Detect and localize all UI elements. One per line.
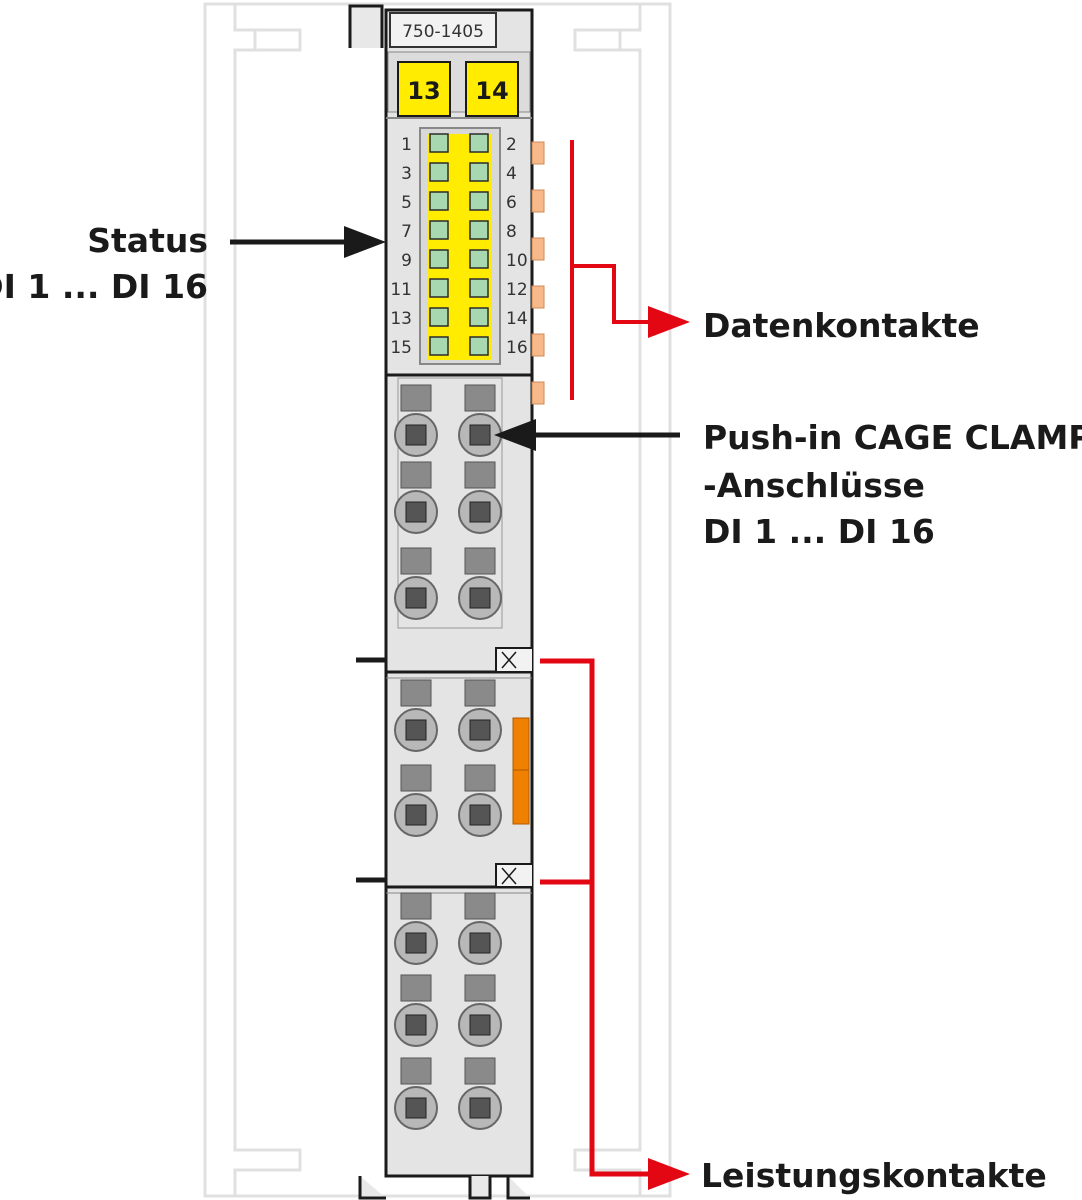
status-leds <box>429 133 489 356</box>
release-button <box>400 892 432 920</box>
release-button <box>464 461 496 489</box>
pin-label-7: 7 <box>401 222 412 242</box>
pin-label-11: 11 <box>390 280 412 300</box>
pin-label-12: 12 <box>506 280 528 300</box>
pin-numbers-right: 2 4 6 8 10 12 14 16 <box>506 135 528 358</box>
status-label-line1: Status <box>87 221 208 260</box>
clamp-opening <box>469 1097 491 1119</box>
pin-label-14: 14 <box>506 309 528 329</box>
power-contacts-bracket <box>540 658 650 1177</box>
release-button <box>464 764 496 792</box>
pin-label-10: 10 <box>506 251 528 271</box>
pin-label-1: 1 <box>401 135 412 155</box>
release-button <box>400 679 432 707</box>
pin-label-15: 15 <box>390 338 412 358</box>
release-button <box>464 974 496 1002</box>
status-led <box>469 307 489 327</box>
clamp-opening <box>469 719 491 741</box>
pin-label-13: 13 <box>390 309 412 329</box>
release-button <box>464 384 496 412</box>
status-led <box>469 249 489 269</box>
clamp-opening <box>405 501 427 523</box>
pin-label-6: 6 <box>506 193 517 213</box>
clamp-opening <box>405 804 427 826</box>
status-led <box>469 191 489 211</box>
status-led <box>469 133 489 153</box>
clamp-opening <box>469 501 491 523</box>
pin-label-16: 16 <box>506 338 528 358</box>
power-jumper <box>512 717 530 825</box>
status-led <box>429 220 449 240</box>
clamp-opening <box>469 587 491 609</box>
status-led <box>429 307 449 327</box>
status-led <box>469 220 489 240</box>
status-led <box>429 278 449 298</box>
marker-tag-14-text: 14 <box>475 77 508 105</box>
clamp-opening <box>405 932 427 954</box>
status-led <box>469 336 489 356</box>
data-contact-tabs <box>531 141 545 405</box>
clamp-opening <box>405 587 427 609</box>
status-led <box>469 278 489 298</box>
status-led <box>429 162 449 182</box>
clamp-opening <box>469 804 491 826</box>
release-button <box>464 547 496 575</box>
marker-tag-14 <box>465 61 519 117</box>
clamp-opening <box>469 1014 491 1036</box>
release-button <box>400 764 432 792</box>
pin-label-5: 5 <box>401 193 412 213</box>
clamp-opening <box>405 719 427 741</box>
status-led <box>429 191 449 211</box>
data-contacts-arrowhead <box>648 306 690 338</box>
clamp-opening <box>405 1097 427 1119</box>
section-latches <box>495 647 532 888</box>
status-arrow <box>230 226 386 258</box>
release-button <box>400 461 432 489</box>
release-button <box>464 679 496 707</box>
pin-label-9: 9 <box>401 251 412 271</box>
data-contacts-label: Datenkontakte <box>703 306 980 345</box>
release-button <box>400 384 432 412</box>
pushin-label-line2: -Anschlüsse <box>703 466 925 505</box>
pin-label-8: 8 <box>506 222 517 242</box>
pin-numbers-left: 1 3 5 7 9 11 13 15 <box>390 135 412 358</box>
status-led <box>429 336 449 356</box>
power-contacts-arrowhead <box>648 1158 690 1190</box>
release-button <box>464 892 496 920</box>
release-button <box>464 1057 496 1085</box>
cage-clamp-terminals <box>394 377 503 1130</box>
release-button <box>400 1057 432 1085</box>
bottom-clips <box>358 1176 530 1200</box>
release-button <box>400 974 432 1002</box>
clamp-opening <box>405 424 427 446</box>
status-led <box>429 249 449 269</box>
release-button <box>400 547 432 575</box>
power-contacts-label: Leistungskontakte <box>701 1156 1047 1195</box>
pin-label-4: 4 <box>506 164 517 184</box>
marker-tag-13-text: 13 <box>407 77 440 105</box>
pushin-arrow <box>494 419 680 451</box>
marker-tag-13 <box>397 61 451 117</box>
pushin-label-line1: Push-in CAGE CLAMP® <box>703 418 1082 457</box>
data-contacts-bracket <box>570 140 650 400</box>
model-label: 750-1405 <box>402 22 484 42</box>
status-led <box>469 162 489 182</box>
model-label-box <box>389 12 497 48</box>
pushin-label-line3: DI 1 ... DI 16 <box>703 512 935 551</box>
status-led <box>429 133 449 153</box>
pin-label-2: 2 <box>506 135 517 155</box>
clamp-opening <box>469 424 491 446</box>
pin-label-3: 3 <box>401 164 412 184</box>
status-label-line2: DI 1 ... DI 16 <box>0 267 208 306</box>
clamp-opening <box>405 1014 427 1036</box>
clamp-opening <box>469 932 491 954</box>
din-rail-outline <box>203 2 672 1198</box>
